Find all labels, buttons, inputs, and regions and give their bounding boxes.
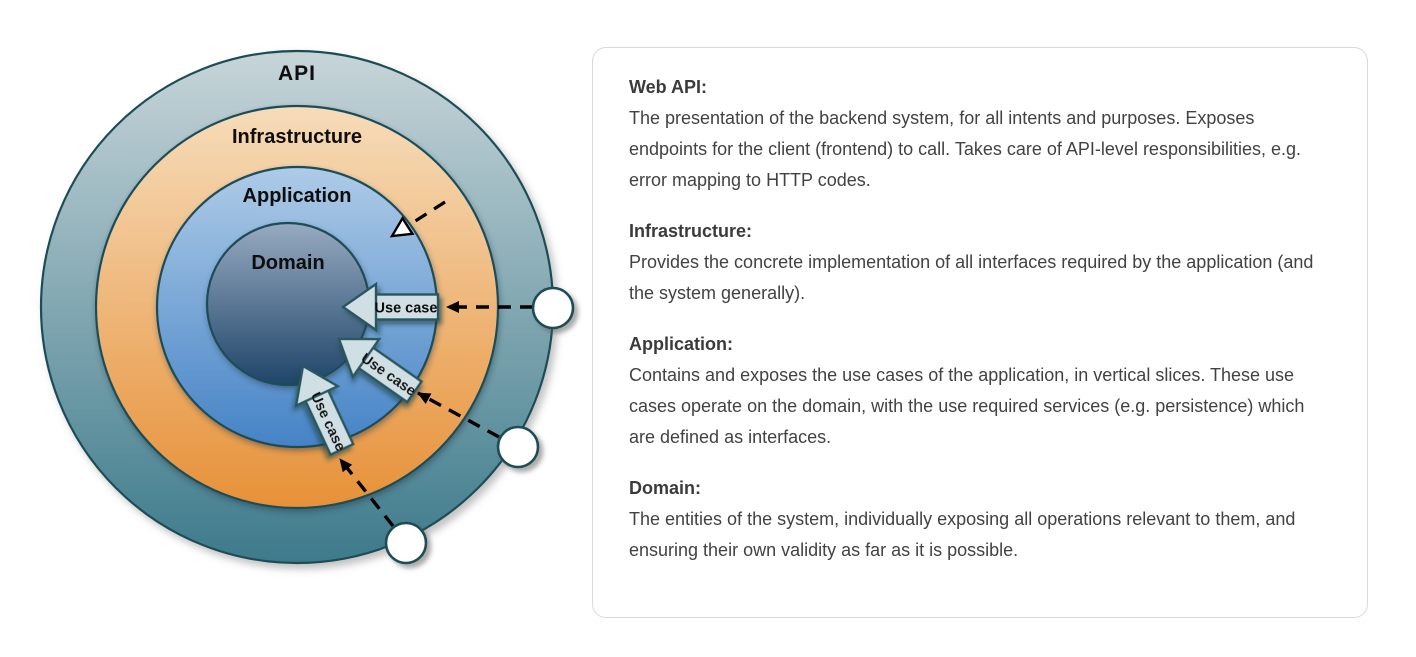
- usecase-label-1: Use case: [375, 301, 438, 317]
- legend-section-domain: Domain: The entities of the system, indi…: [629, 473, 1331, 566]
- usecase-shaft: [371, 293, 440, 321]
- port-circle-1: [531, 286, 575, 330]
- onion-diagram: API Infrastructure Application Domain Us…: [0, 0, 600, 657]
- label-domain: Domain: [251, 252, 324, 274]
- legend-heading-domain: Domain:: [629, 478, 701, 498]
- usecase-head: [294, 364, 341, 408]
- legend-section-infrastructure: Infrastructure: Provides the concrete im…: [629, 216, 1331, 309]
- legend-body-web-api: The presentation of the backend system, …: [629, 108, 1302, 190]
- legend-panel: Web API: The presentation of the backend…: [592, 47, 1368, 618]
- legend-heading-application: Application:: [629, 334, 733, 354]
- legend-section-application: Application: Contains and exposes the us…: [629, 329, 1331, 453]
- usecase-head: [337, 337, 382, 380]
- usecase-head: [340, 281, 378, 333]
- connector-port-3: [338, 457, 395, 528]
- realization-arrow: [389, 200, 446, 238]
- legend-section-web-api: Web API: The presentation of the backend…: [629, 72, 1331, 196]
- label-api: API: [278, 62, 316, 85]
- legend-heading-web-api: Web API:: [629, 77, 708, 97]
- ring-domain: [205, 221, 371, 387]
- port-circle-2: [496, 425, 540, 469]
- onion-diagram-svg: API Infrastructure Application Domain Us…: [39, 49, 575, 565]
- connector-port-2: [417, 391, 500, 439]
- legend-body-application: Contains and exposes the use cases of th…: [629, 365, 1305, 447]
- label-application: Application: [243, 185, 352, 207]
- legend-body-domain: The entities of the system, individually…: [629, 509, 1296, 560]
- usecase-arrow-1: Use case: [340, 281, 440, 333]
- port-circle-3: [384, 521, 428, 565]
- legend-heading-infrastructure: Infrastructure:: [629, 221, 753, 241]
- legend-body-infrastructure: Provides the concrete implementation of …: [629, 252, 1314, 303]
- label-infrastructure: Infrastructure: [232, 126, 362, 148]
